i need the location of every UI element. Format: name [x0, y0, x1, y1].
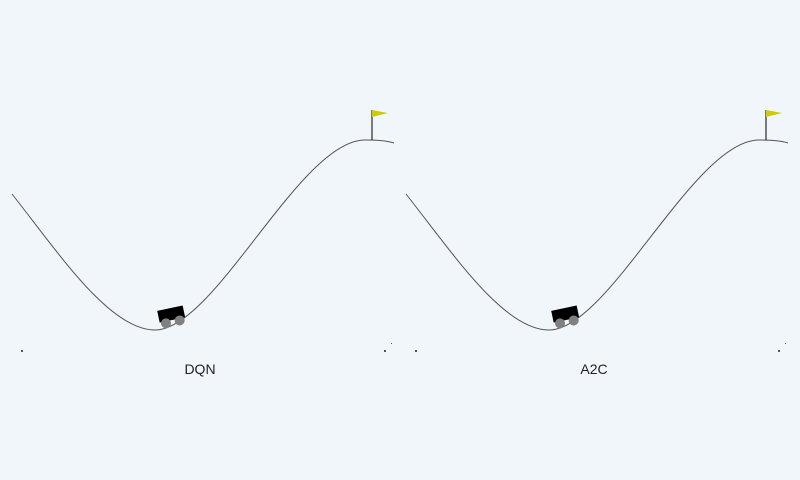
edge-mark-right — [778, 350, 780, 352]
env-panel-dqn: DQN — [11, 110, 395, 377]
algorithm-label: A2C — [580, 361, 608, 377]
edge-mark-right-2 — [391, 343, 392, 344]
env-panel-a2c: A2C — [394, 0, 794, 480]
goal-flag-icon — [372, 110, 388, 117]
car-icon — [157, 305, 186, 329]
edge-mark-right — [384, 350, 386, 352]
mountain-track — [405, 139, 789, 331]
goal-flag-icon — [766, 110, 782, 117]
mountain-track — [11, 139, 395, 331]
car-icon — [551, 305, 580, 329]
edge-mark-right-2 — [785, 343, 786, 344]
edge-mark-left — [21, 350, 23, 352]
edge-mark-left — [415, 350, 417, 352]
mountain-car-scene — [405, 110, 789, 352]
mountain-car-scene — [11, 110, 395, 352]
algorithm-label: DQN — [184, 361, 216, 377]
